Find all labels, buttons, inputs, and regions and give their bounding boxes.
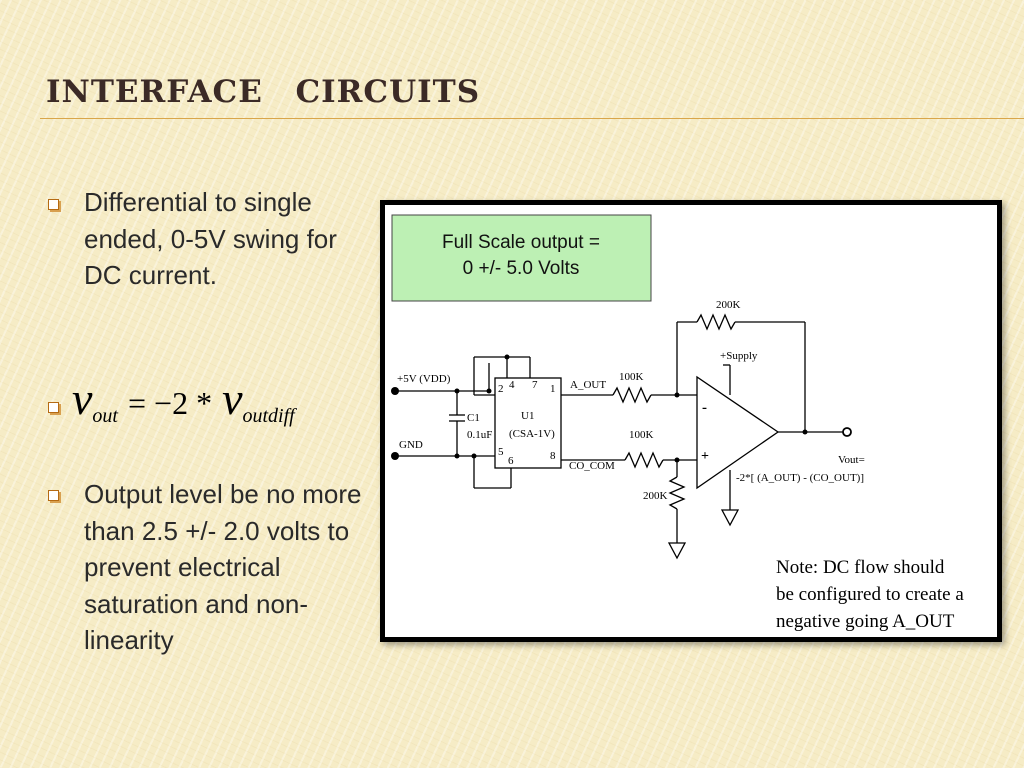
circuit-schematic: Full Scale output = 0 +/- 5.0 Volts [385,205,997,637]
formula-rhs-sub: outdiff [242,405,295,427]
pin6-label: 6 [508,455,514,467]
c1-value-label: 0.1uF [467,429,492,441]
pin4-label: 4 [509,379,515,391]
full-scale-line2: 0 +/- 5.0 Volts [463,258,580,279]
bullet-square-icon [48,490,59,501]
supply-label: +Supply [720,350,758,362]
vout-formula-label: -2*[ (A_OUT) - (CO_OUT)] [736,472,864,484]
u1-part-label: (CSA-1V) [509,428,555,440]
pin8-label: 8 [550,450,556,462]
gnd-label: GND [399,439,423,451]
formula-rhs-var: v [222,373,243,424]
vout-label: Vout= [838,454,865,466]
co-com-label: CO_COM [569,460,615,472]
vout-terminal [842,427,852,437]
minus-input-label: - [702,400,707,416]
title-divider [40,118,1024,119]
pin5-label: 5 [498,446,504,458]
circuit-diagram: Full Scale output = 0 +/- 5.0 Volts [380,200,1002,642]
pin1-label: 1 [550,383,556,395]
pin7-label: 7 [532,379,538,391]
formula-lhs-var: v [72,373,93,424]
bullet-differential: Differential to single ended, 0-5V swing… [84,187,337,290]
bullet-square-icon [48,402,59,413]
slide-title: Interface Circuits [46,62,481,113]
bullet-square-icon [48,199,59,210]
rg-label: 200K [643,490,668,502]
full-scale-line1: Full Scale output = [442,232,600,253]
note-line1: Note: DC flow should [776,557,945,578]
r1-label: 100K [619,371,644,383]
rf-label: 200K [716,299,741,311]
output-formula: vout = −2 * voutdiff [72,372,295,428]
c1-label: C1 [467,412,480,424]
u1-label: U1 [521,410,534,422]
a-out-label: A_OUT [570,379,606,391]
formula-operator: = −2 * [127,385,221,421]
full-scale-box [391,214,652,302]
plus-input-label: + [701,449,709,464]
bullet-output-level: Output level be no more than 2.5 +/- 2.0… [84,479,362,655]
r2-label: 100K [629,429,654,441]
note-line2: be configured to create a [776,584,964,605]
pin2-label: 2 [498,383,504,395]
formula-lhs-sub: out [92,405,118,427]
note-line3: negative going A_OUT [776,611,955,632]
vdd-label: +5V (VDD) [397,373,451,385]
